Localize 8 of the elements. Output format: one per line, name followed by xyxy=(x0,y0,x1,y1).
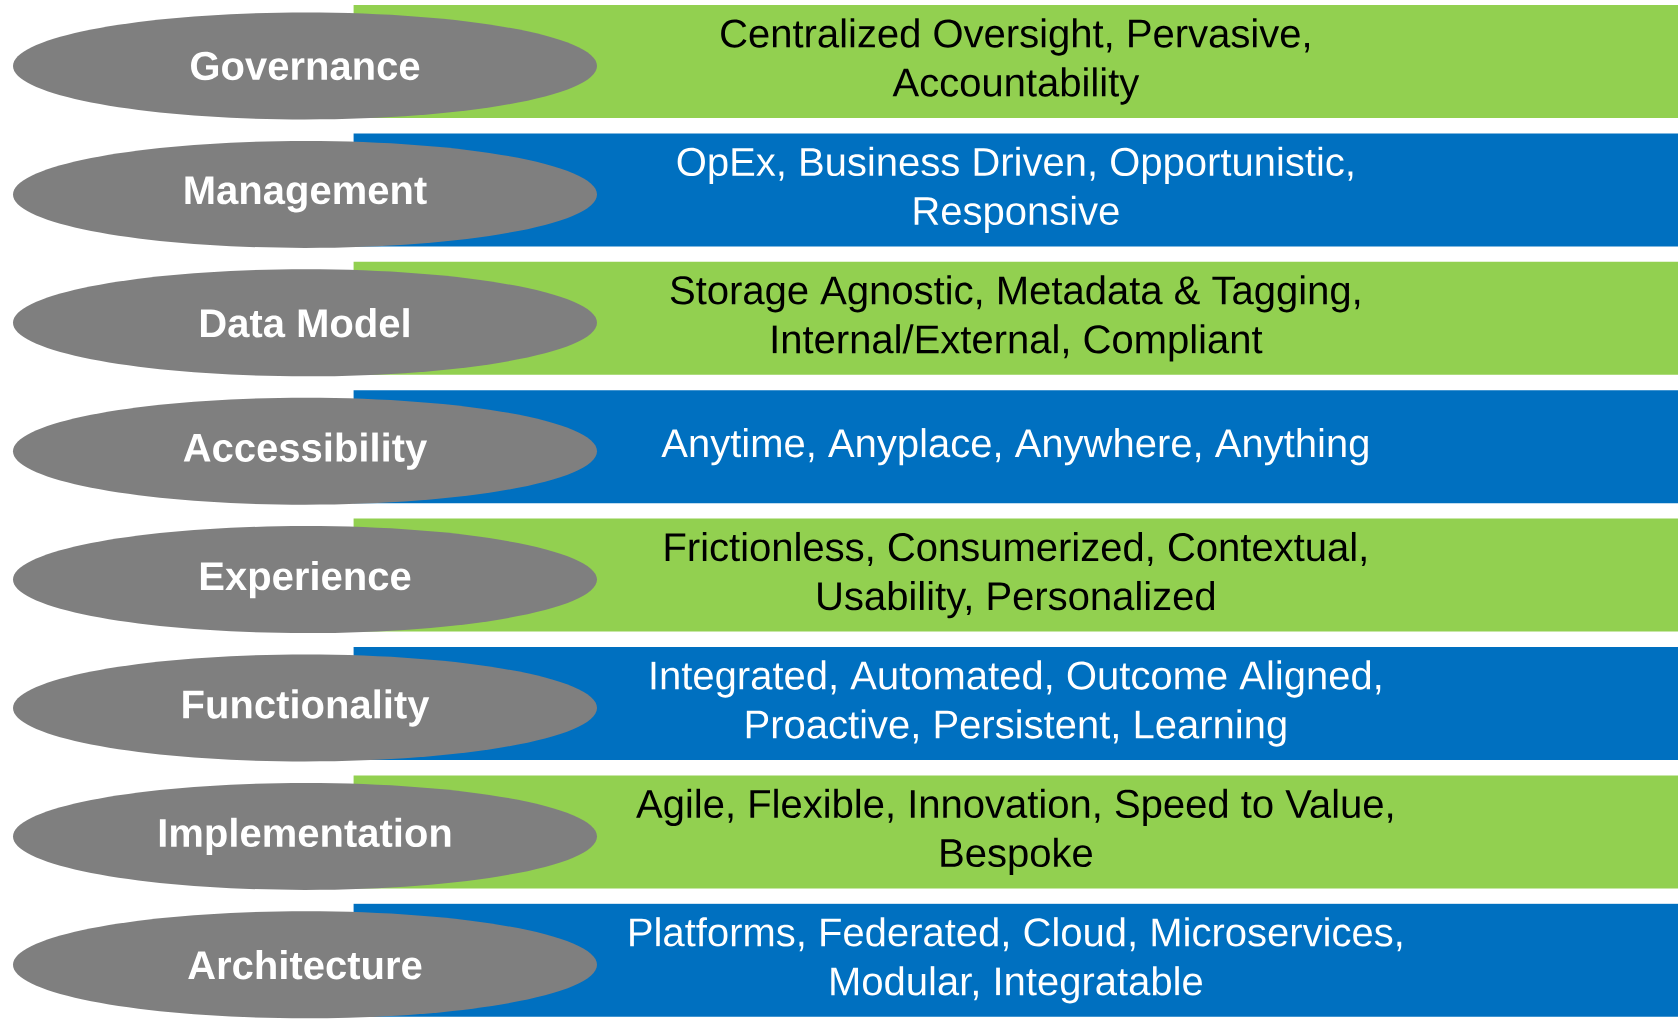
label-oval: Data Model xyxy=(13,269,597,377)
label-oval: Governance xyxy=(13,12,597,120)
label-oval: Management xyxy=(13,140,597,248)
label-oval: Experience xyxy=(13,526,597,634)
label-oval: Implementation xyxy=(13,782,597,890)
label-oval: Accessibility xyxy=(13,397,597,505)
label-oval: Architecture xyxy=(13,911,597,1019)
label-oval: Functionality xyxy=(13,654,597,762)
